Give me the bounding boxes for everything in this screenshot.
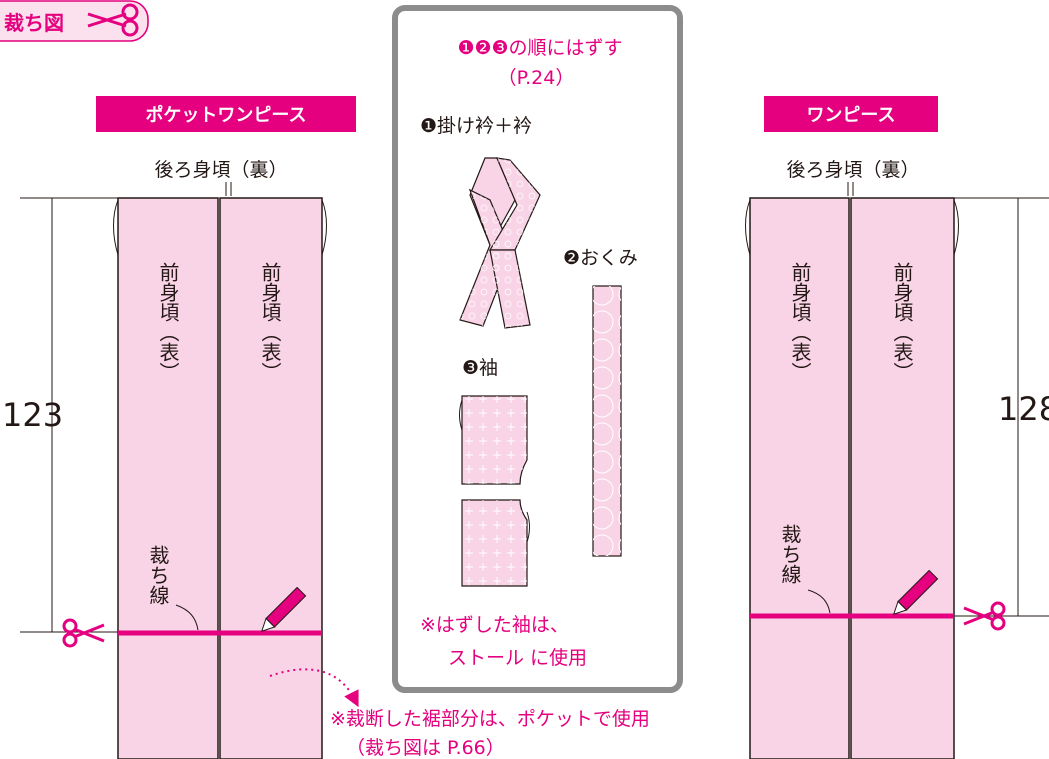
item2-label: ❷おくみ: [563, 247, 638, 269]
left-cut-line-label: 裁ち線: [146, 545, 170, 605]
sleeve-piece-2: [461, 499, 530, 587]
right-length: 128: [998, 390, 1049, 428]
right-cut-line-label: 裁ち線: [778, 524, 802, 584]
left-front-body-label-2: 前身頃（表）: [258, 262, 282, 382]
left-length: 123: [2, 396, 63, 434]
right-front-body-strip-1: [749, 197, 850, 759]
left-panel-label-bg: [96, 96, 356, 132]
right-panel: ワンピース 後ろ身頃（裏） 前身頃（表） 前身頃（表） 128 裁ち線: [745, 96, 1049, 759]
item2-number: ❷: [563, 247, 580, 269]
gusset-pattern: [593, 286, 621, 556]
center-box-frame: [392, 5, 683, 693]
item3-number: ❸: [462, 357, 479, 379]
item3-label: ❸袖: [462, 357, 498, 379]
pencil-icon: [260, 586, 307, 633]
item1-number: ❶: [420, 115, 437, 137]
right-front-body-strip-2: [850, 197, 955, 759]
hem-note-line1: ※裁断した裾部分は、ポケットで使用: [330, 708, 650, 730]
hem-note-line2: （裁ち図は P.66）: [346, 737, 505, 759]
left-front-body-label-1: 前身頃（表）: [156, 262, 180, 382]
left-panel-label: ポケットワンピース: [145, 104, 306, 126]
order-marks: ❶❷❸: [457, 37, 508, 59]
back-body-fold-mark: [225, 182, 232, 196]
pencil-icon: [892, 569, 939, 616]
sleeve-note-line1: ※はずした袖は、: [420, 614, 569, 636]
scissors-icon: [963, 601, 1006, 631]
center-box-ref: （P.24）: [498, 67, 575, 89]
item1-label: ❶掛け衿＋衿: [420, 115, 532, 137]
left-panel: ポケットワンピース 後ろ身頃（裏） 前身頃（表） 前身頃（表） 123 裁ち線: [2, 96, 359, 759]
item3-text: 袖: [479, 357, 498, 379]
left-front-body-strip-1: [117, 197, 219, 759]
scissors-icon: [87, 3, 139, 37]
back-body-fold-mark: [847, 182, 854, 196]
item1-text: 掛け衿＋衿: [437, 115, 532, 137]
right-front-body-label-1: 前身頃（表）: [788, 262, 812, 382]
header: 裁ち図: [0, 0, 149, 42]
right-panel-label-bg: [764, 96, 938, 132]
hem-arrow: [269, 668, 359, 708]
left-front-body-strip-2: [219, 197, 323, 759]
center-box-title: ❶❷❸の順にはずす: [457, 37, 622, 59]
scissors-icon: [62, 618, 105, 648]
right-panel-label: ワンピース: [806, 105, 895, 126]
sleeve-piece-1: [459, 395, 528, 485]
right-dimension-line: [954, 197, 1049, 617]
right-front-body-label-2: 前身頃（表）: [890, 262, 914, 382]
item2-text: おくみ: [580, 247, 638, 269]
right-back-body-label: 後ろ身頃（裏）: [786, 159, 919, 181]
center-box: ❶❷❸の順にはずす （P.24） ❶掛け衿＋衿 ❷おくみ ❸袖: [392, 5, 683, 693]
header-badge: [0, 0, 149, 42]
collar-piece: [459, 157, 541, 329]
page-title: 裁ち図: [4, 11, 64, 35]
left-back-body-label: 後ろ身頃（裏）: [154, 159, 287, 181]
sleeve-note-line2: ストール に使用: [448, 647, 587, 669]
order-text: の順にはずす: [509, 37, 623, 59]
